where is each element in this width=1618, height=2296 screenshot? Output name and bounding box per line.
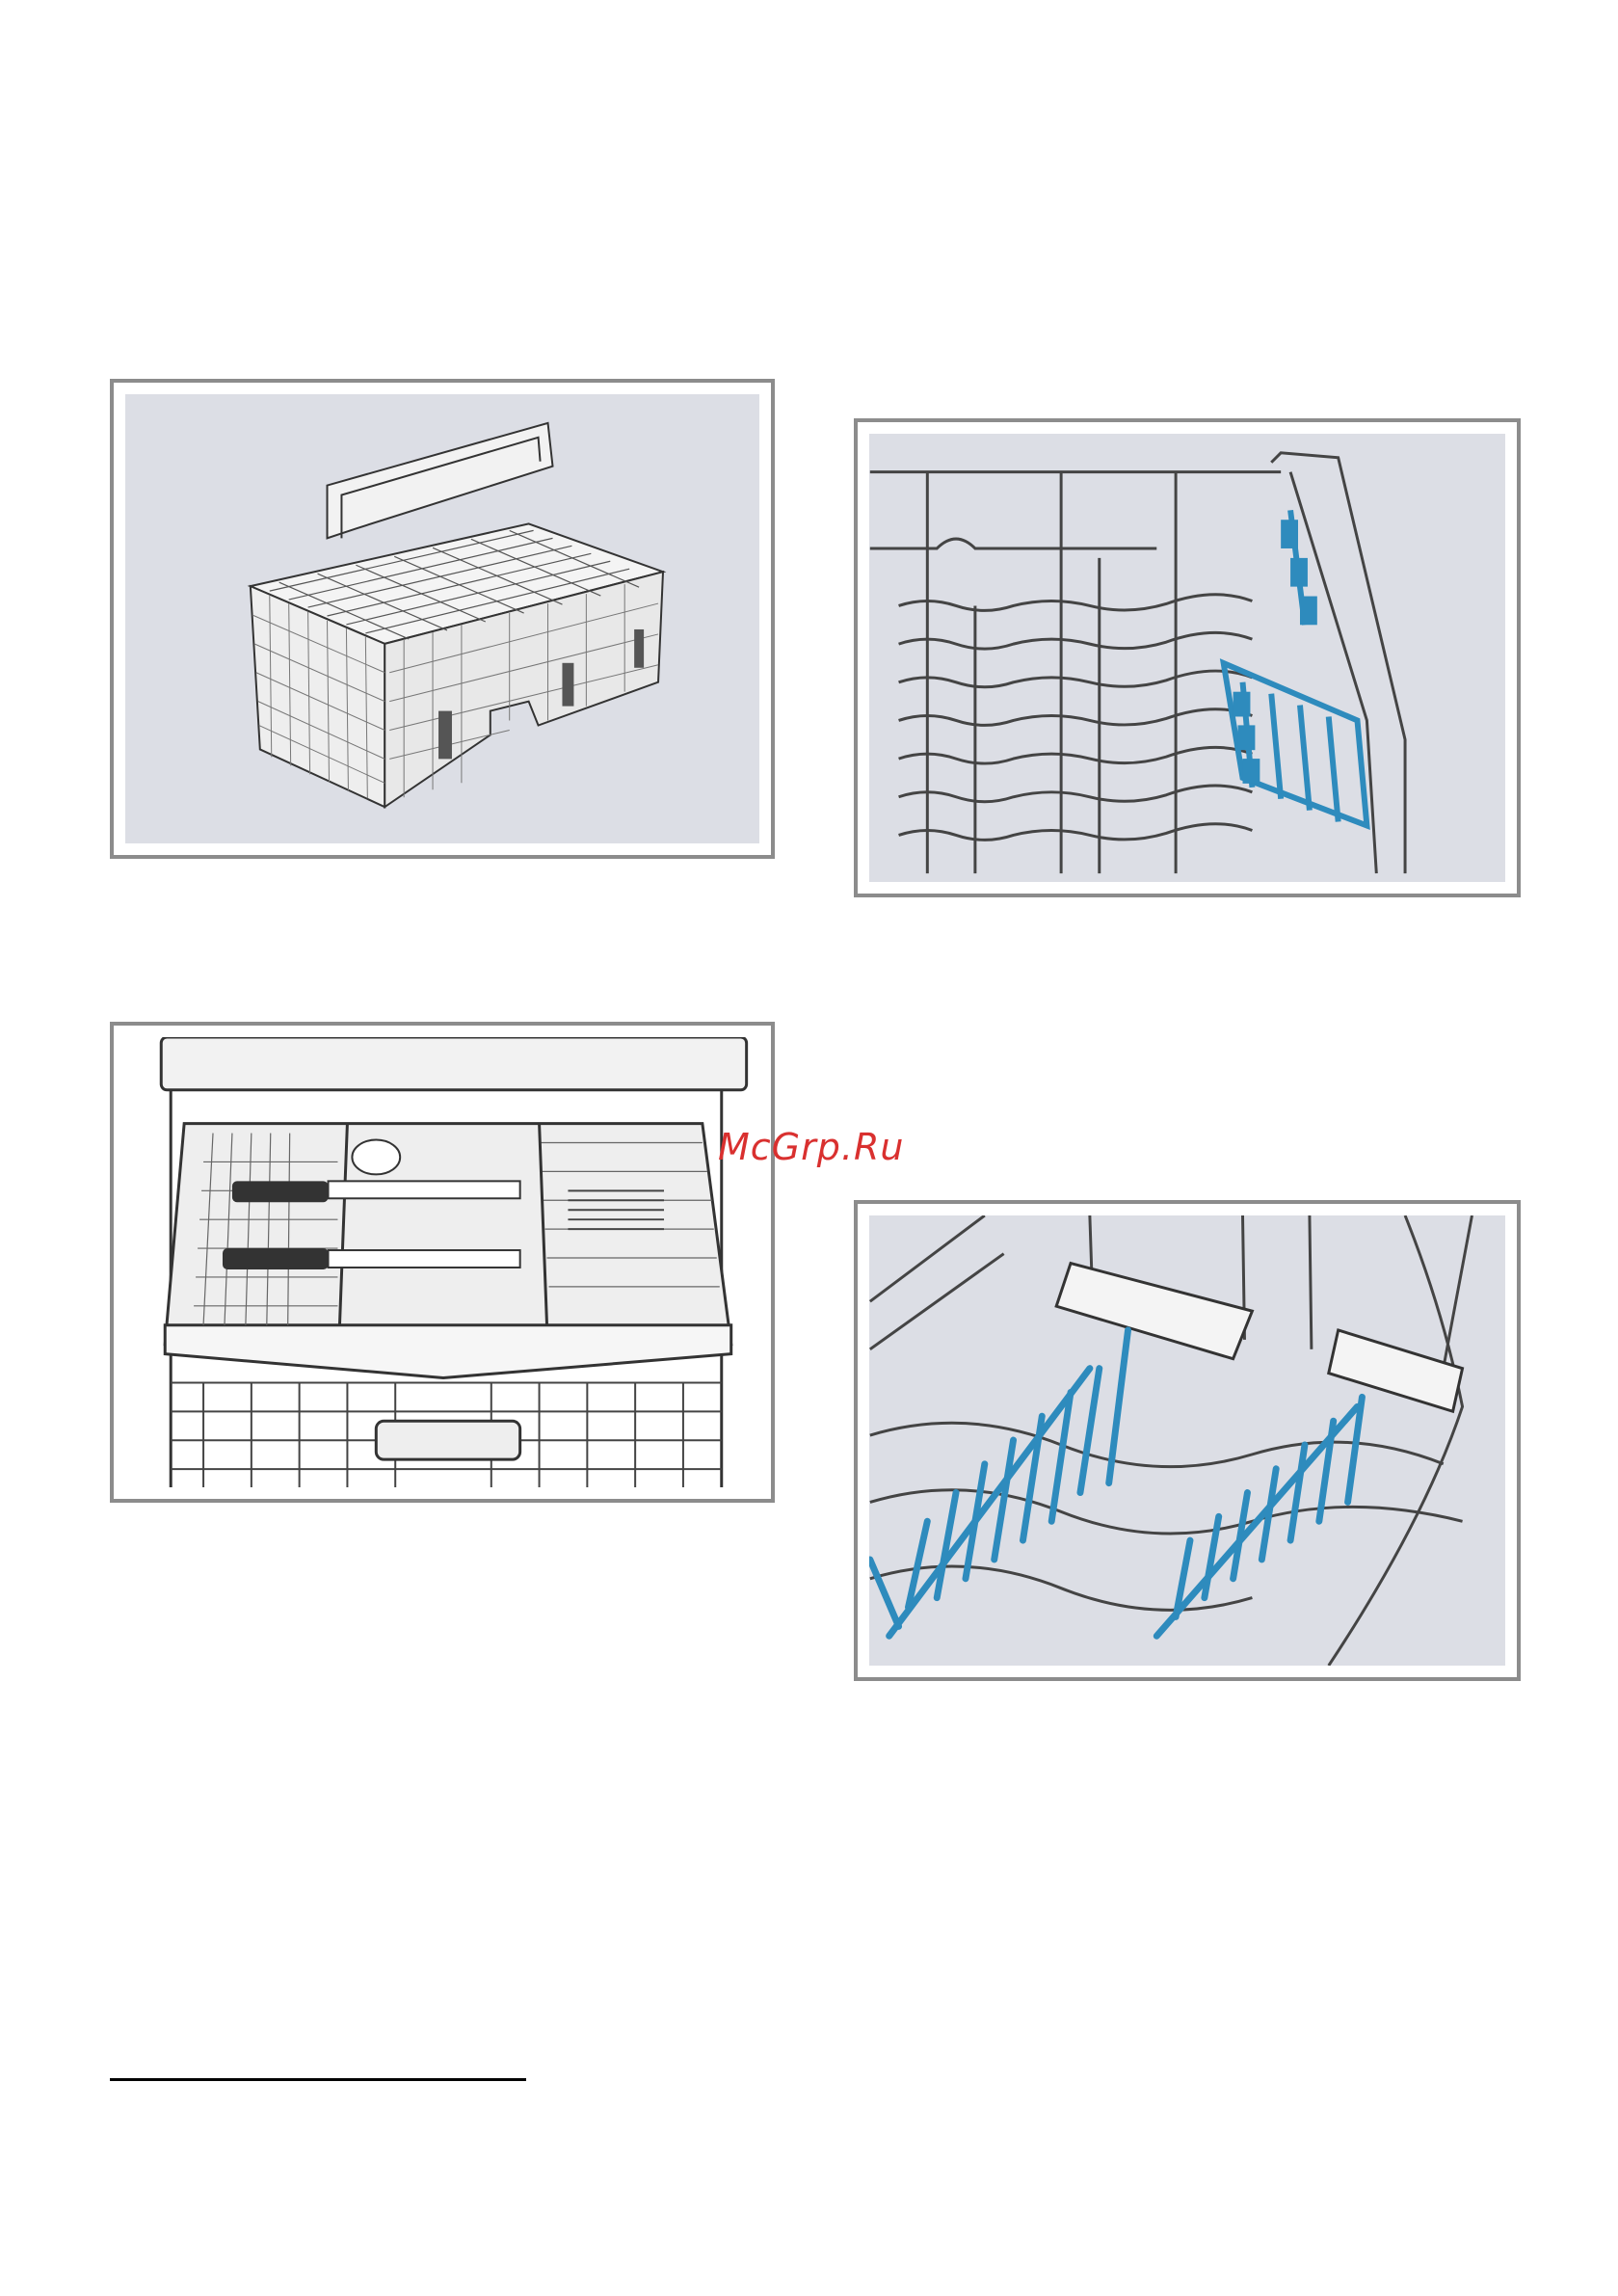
figure-plate-rack bbox=[854, 1200, 1521, 1681]
figure-cutlery-basket bbox=[110, 379, 775, 859]
upper-rack-illustration bbox=[869, 434, 1505, 882]
plate-rack-illustration bbox=[869, 1215, 1505, 1666]
cutlery-drawer-illustration bbox=[125, 1037, 759, 1487]
figure-cutlery-drawer bbox=[110, 1022, 775, 1503]
figure-upper-rack bbox=[854, 418, 1521, 897]
watermark-text: McGrp.Ru bbox=[718, 1126, 904, 1168]
cutlery-basket-illustration bbox=[125, 394, 759, 843]
footnote-rule bbox=[110, 2078, 526, 2081]
